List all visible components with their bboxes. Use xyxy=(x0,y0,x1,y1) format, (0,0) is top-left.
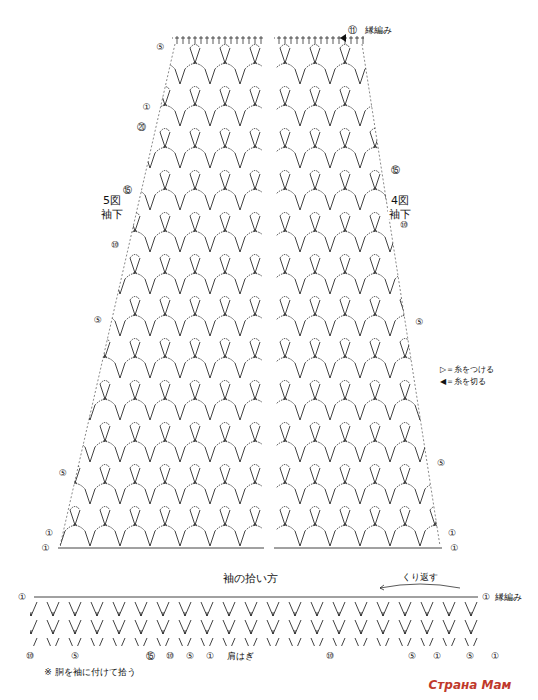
pickup-chart xyxy=(30,584,480,646)
chart-label: ※ 胴を袖に付けて拾う xyxy=(43,668,136,677)
chart-label: ⑤ xyxy=(465,652,475,661)
chart-label: くり返す xyxy=(401,573,439,582)
chart-label: ⑤ xyxy=(407,652,417,661)
chart-label: ⑩ xyxy=(325,652,335,661)
chart-label: ① xyxy=(40,544,50,553)
chart-label: ⑮ xyxy=(122,186,133,195)
chart-label: 袖下 xyxy=(100,209,124,220)
chart-label: ⑳ xyxy=(136,123,147,132)
watermark: Страна Мам xyxy=(428,679,513,691)
chart-label: ⑩ xyxy=(399,221,409,230)
legend-text: ▷＝糸をつける xyxy=(440,364,494,376)
chart-label: ① xyxy=(44,529,54,538)
chart-label: ⑤ xyxy=(436,459,446,468)
chart-label: ⑩ xyxy=(110,241,120,250)
legend-text: ◀＝糸を切る xyxy=(440,376,494,388)
chart-label: 5図 xyxy=(102,195,122,206)
chart-label: ⑤ xyxy=(70,652,80,661)
sleeve-chart-right xyxy=(270,34,450,550)
chart-label: ⑩ xyxy=(165,652,175,661)
chart-label: ① xyxy=(432,652,442,661)
chart-label: ① xyxy=(447,529,457,538)
chart-label: ① xyxy=(142,103,152,112)
chart-label: ⑩ xyxy=(25,652,35,661)
chart-label: ⑤ xyxy=(93,316,103,325)
sleeve-chart-left xyxy=(50,36,270,550)
chart-label: ① xyxy=(449,544,459,553)
chart-label: ① xyxy=(490,652,500,661)
chart-label: ⑮ xyxy=(390,166,401,175)
chart-label: ① xyxy=(205,652,215,661)
legend: ▷＝糸をつける◀＝糸を切る xyxy=(440,364,494,388)
chart-label: ⑮ xyxy=(145,652,156,661)
chart-label: ① xyxy=(17,593,27,602)
chart-label: 袖下 xyxy=(388,209,412,220)
chart-label: ⑤ xyxy=(185,652,195,661)
chart-label: ⑤ xyxy=(58,469,68,478)
chart-label: ⑤ xyxy=(155,43,165,52)
chart-label: 肩はぎ xyxy=(226,652,255,661)
chart-label: ⑪ xyxy=(347,26,358,35)
chart-label: ⑤ xyxy=(414,318,424,327)
chart-label: 4図 xyxy=(390,195,410,206)
chart-label: 袖の拾い方 xyxy=(222,573,279,584)
chart-label: 縁編み xyxy=(364,26,393,35)
chart-label: ① xyxy=(481,593,491,602)
chart-label: 縁編み xyxy=(494,593,523,602)
